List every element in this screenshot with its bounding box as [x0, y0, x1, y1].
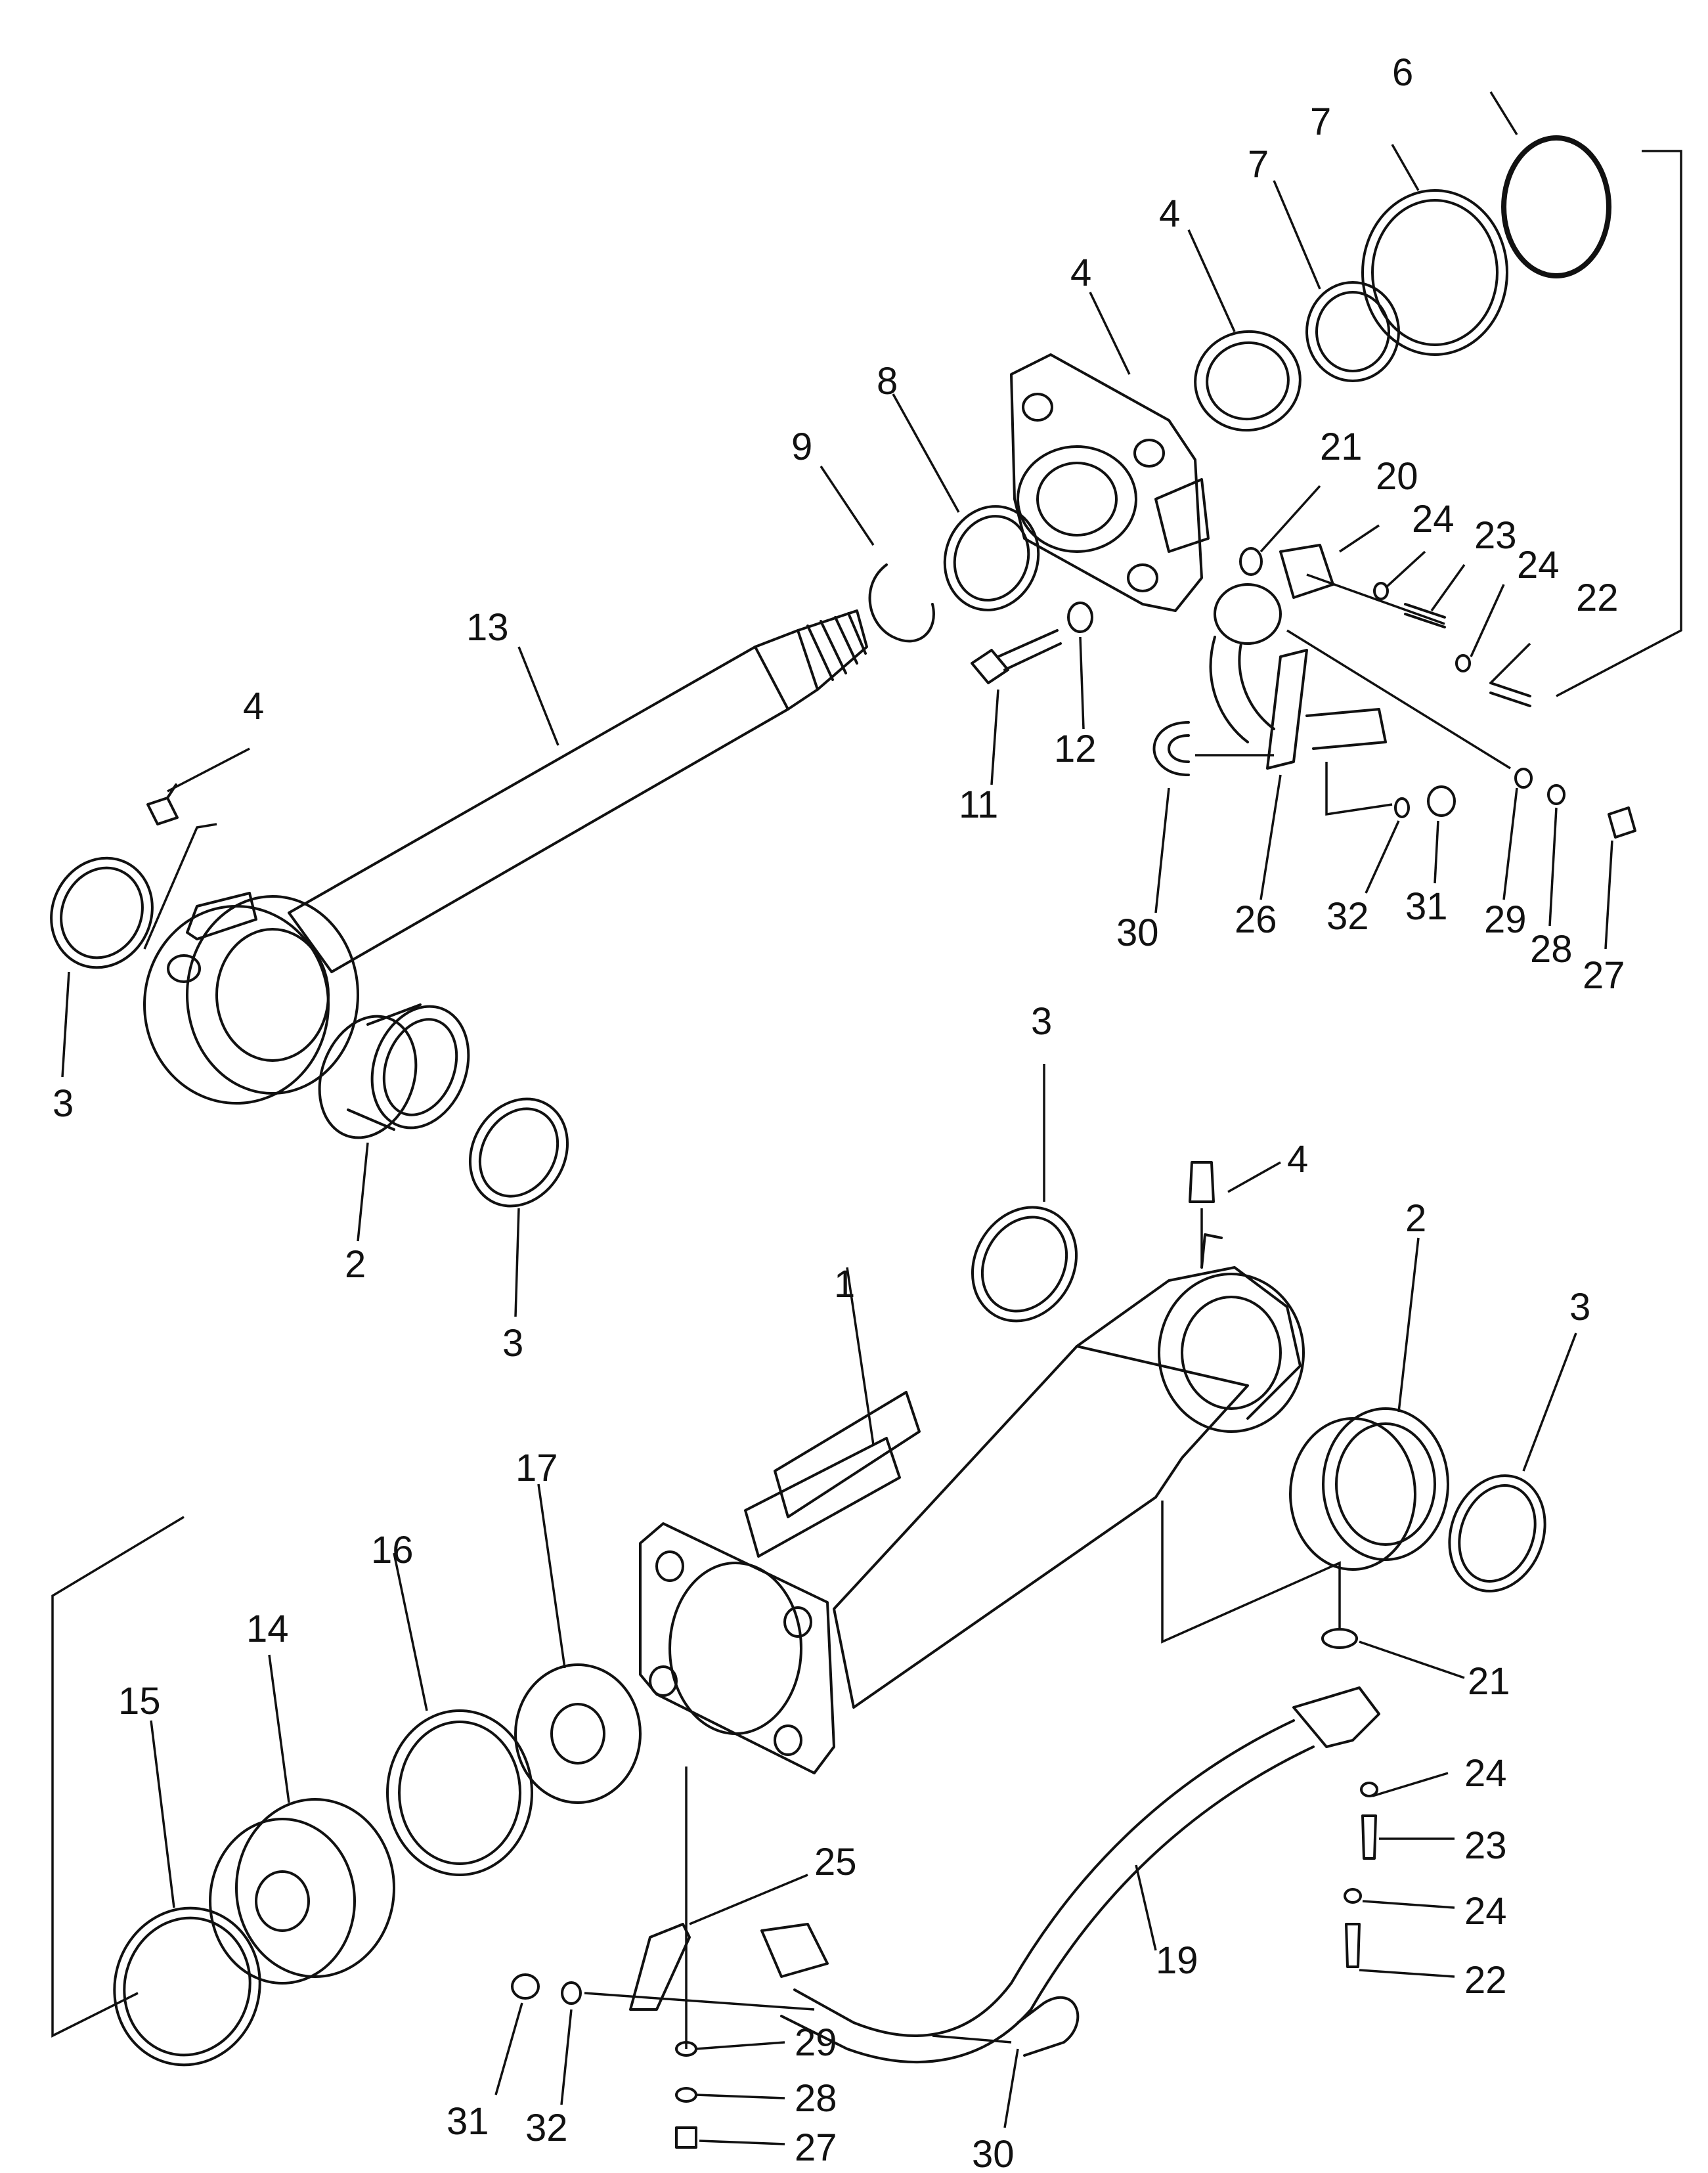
callout-6: 4	[1159, 192, 1180, 235]
callout-13: 12	[1054, 728, 1097, 770]
callout-7: 7	[1248, 143, 1269, 186]
callout-22-lower: 22	[1464, 1959, 1507, 2002]
bracket-26	[1266, 649, 1387, 770]
callout-27-lower: 27	[795, 2126, 837, 2169]
o-ring-10	[1501, 135, 1611, 278]
tube-19	[760, 1686, 1380, 2063]
cylinder-tube-1	[744, 1233, 1305, 1709]
callout-3-right: 3	[1569, 1286, 1590, 1328]
seal-ring-3-mid	[468, 1097, 569, 1208]
callout-11: 7	[1310, 100, 1331, 143]
small-parts-lower	[511, 1782, 1378, 2149]
o-ring-21-upper	[1239, 547, 1263, 576]
packing-8	[943, 505, 1040, 611]
callout-5: 4	[1070, 252, 1091, 294]
callout-3-mid: 3	[502, 1322, 523, 1365]
seal-ring-3-left	[50, 856, 154, 969]
callout-24-upper-a: 24	[1412, 498, 1455, 540]
washer-13	[1067, 602, 1093, 633]
callout-4-upper: 4	[243, 685, 264, 728]
callout-29-upper: 29	[1484, 898, 1527, 941]
callout-15: 14	[246, 1608, 289, 1650]
cylinder-head-5	[1010, 353, 1210, 612]
callout-22-upper: 22	[1576, 577, 1619, 619]
callout-24-lower-a: 24	[1464, 1752, 1507, 1795]
callout-18: 17	[515, 1447, 558, 1489]
snap-ring-9	[868, 563, 935, 643]
bolt-12	[971, 629, 1062, 684]
callout-17: 16	[371, 1529, 414, 1571]
callout-20: 20	[1376, 455, 1418, 498]
bushing-2-upper	[318, 1003, 470, 1139]
callout-16: 15	[118, 1680, 161, 1723]
small-parts-upper	[1373, 582, 1636, 839]
bushing-2-lower	[1289, 1407, 1449, 1571]
callout-27-upper: 27	[1583, 954, 1625, 997]
seal-ring-3-right	[1448, 1474, 1546, 1592]
wear-ring-17	[386, 1709, 533, 1876]
callout-23-lower: 23	[1464, 1824, 1507, 1867]
piston-15	[209, 1798, 395, 1985]
grease-fitting-lower	[1189, 1161, 1215, 1203]
callout-29-lower: 29	[795, 2021, 837, 2064]
callout-28-lower: 28	[795, 2077, 837, 2120]
elbow-20	[1209, 544, 1334, 743]
leader-lines	[51, 91, 1682, 2145]
callout-23-upper: 23	[1474, 514, 1517, 557]
callout-2-lower: 2	[1405, 1197, 1426, 1240]
callout-30-lower: 30	[972, 2133, 1015, 2173]
callout-26: 26	[1235, 898, 1277, 941]
callout-1: 1	[834, 1263, 855, 1306]
callout-24-upper-b: 24	[1517, 544, 1560, 586]
piston-rod	[288, 609, 868, 973]
callout-3-left: 3	[53, 1082, 74, 1125]
bushing-6	[1194, 330, 1302, 432]
callout-2-upper: 2	[345, 1243, 366, 1286]
rod-eye	[143, 892, 359, 1105]
callout-21-lower: 21	[1468, 1660, 1510, 1703]
callout-32-lower: 32	[525, 2107, 568, 2149]
callout-24-lower-b: 24	[1464, 1890, 1507, 1933]
grease-fitting-upper	[146, 783, 179, 825]
callout-31-lower: 31	[447, 2100, 489, 2143]
callout-28-upper: 28	[1530, 928, 1573, 971]
callout-30-upper: 30	[1116, 911, 1159, 954]
callout-14: 13	[466, 606, 509, 649]
callout-10: 6	[1392, 51, 1413, 94]
callout-12: 11	[959, 783, 998, 826]
callout-19: 19	[1156, 1939, 1198, 1982]
o-ring-21-lower	[1321, 1628, 1358, 1649]
u-bolt-30-upper	[1152, 721, 1190, 776]
callout-25: 25	[814, 1841, 857, 1883]
callout-9: 9	[791, 426, 812, 468]
u-bolt-30-lower	[1017, 1996, 1080, 2057]
seal-ring-3-top	[971, 1206, 1078, 1323]
cylinder-flange	[639, 1522, 835, 1774]
callout-21-upper: 21	[1320, 426, 1363, 468]
nut-18	[514, 1663, 642, 1804]
callout-3-top: 3	[1031, 1000, 1052, 1043]
callout-8: 8	[877, 360, 898, 403]
callout-32-upper: 32	[1326, 895, 1369, 938]
callout-labels: 6 7 7 4 4 8 9 21 20 24 23 24 22 13 4 12 …	[53, 51, 1625, 2173]
backup-ring-11	[1361, 189, 1508, 356]
callout-4-lower: 4	[1287, 1138, 1308, 1181]
piston-seal-16	[113, 1906, 261, 2067]
callout-31-upper: 31	[1405, 885, 1448, 928]
